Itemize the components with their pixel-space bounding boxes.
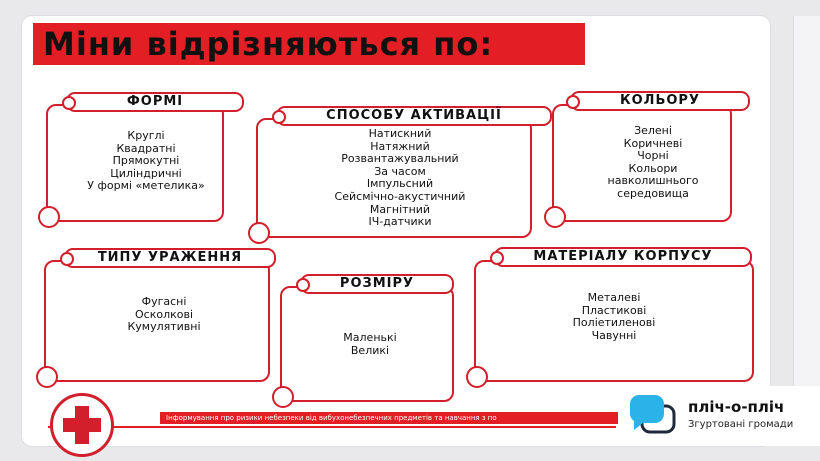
list-item: Імпульсний <box>366 177 434 191</box>
category-card-activation <box>248 118 532 244</box>
category-items-shape: Круглі Квадратні Прямокутні Циліндричні … <box>62 129 230 193</box>
list-item: Прямокутні <box>112 154 180 168</box>
category-banner-size: РОЗМІРУ <box>296 274 454 294</box>
scroll-curl-icon <box>544 206 566 228</box>
list-item: Магнітний <box>369 202 431 216</box>
scroll-knot-icon <box>60 252 74 266</box>
category-items-material: Металеві Пластикові Поліетиленові Чавунн… <box>494 291 734 342</box>
scroll-knot-icon <box>490 251 504 265</box>
list-item: Круглі <box>127 129 165 142</box>
category-items-size: Маленькі Великі <box>290 331 450 357</box>
footer-divider <box>48 426 616 428</box>
scroll-knot-icon <box>62 96 76 110</box>
scroll-knot-icon <box>296 278 310 292</box>
speech-bubbles-icon <box>630 395 676 434</box>
list-item: ІЧ-датчики <box>368 215 432 229</box>
scroll-knot-icon <box>566 95 580 109</box>
list-item: За часом <box>374 164 426 178</box>
list-item: Осколкові <box>134 307 194 321</box>
list-item: Металеві <box>587 291 641 304</box>
list-item: Квадратні <box>116 141 176 155</box>
scroll-curl-icon <box>36 366 58 388</box>
list-item: Зелені <box>634 124 672 137</box>
next-slide-preview-edge[interactable] <box>793 16 820 396</box>
slide-headline: Міни відрізняються по: <box>33 23 585 65</box>
list-item: Маленькі <box>343 331 397 344</box>
list-item: Фугасні <box>141 295 187 308</box>
scroll-curl-icon <box>248 222 270 244</box>
list-item: Циліндричні <box>110 166 182 180</box>
list-item: середовища <box>617 186 689 200</box>
category-banner-activation: СПОСОБУ АКТИВАЦІЇ <box>272 106 552 126</box>
category-title: ФОРМІ <box>126 94 184 109</box>
scroll-knot-icon <box>272 110 286 124</box>
category-banner-color: КОЛЬОРУ <box>566 91 750 111</box>
category-items-color: Зелені Коричневі Чорні Кольори навколишн… <box>568 124 738 201</box>
list-item: Натяжний <box>370 139 430 153</box>
category-banner-material: МАТЕРІАЛУ КОРПУСУ <box>490 247 752 267</box>
list-item: Поліетиленові <box>572 316 656 330</box>
brand-name: пліч-о-пліч <box>688 398 785 416</box>
category-card-damage <box>36 260 270 388</box>
category-title: КОЛЬОРУ <box>620 93 700 108</box>
list-item: Розвантажувальний <box>341 152 459 166</box>
list-item: Натискний <box>368 127 432 140</box>
category-banner-shape: ФОРМІ <box>62 92 244 112</box>
footer-info-strip: Інформування про ризики небезпеки від ви… <box>160 412 622 424</box>
list-item: Кумулятивні <box>127 320 201 334</box>
category-items-damage: Фугасні Осколкові Кумулятивні <box>64 295 264 334</box>
category-card-shape <box>38 104 224 228</box>
list-item: Кольори <box>628 161 678 175</box>
red-cross-horizontal <box>63 418 101 432</box>
category-card-material <box>466 260 754 388</box>
category-title: МАТЕРІАЛУ КОРПУСУ <box>533 249 713 264</box>
category-banner-damage: ТИПУ УРАЖЕННЯ <box>60 248 276 268</box>
list-item: Чорні <box>637 149 669 163</box>
category-title: СПОСОБУ АКТИВАЦІЇ <box>326 108 502 123</box>
scroll-curl-icon <box>38 206 60 228</box>
list-item: Сейсмічно-акустичний <box>334 189 466 203</box>
red-cross-icon <box>50 393 114 457</box>
list-item: Великі <box>350 343 390 357</box>
scroll-curl-icon <box>272 386 294 408</box>
scroll-curl-icon <box>466 366 488 388</box>
list-item: навколишнього <box>607 174 699 188</box>
category-items-activation: Натискний Натяжний Розвантажувальний За … <box>276 127 524 229</box>
list-item: Коричневі <box>623 136 683 150</box>
brand-watermark: пліч-о-пліч Згуртовані громади <box>618 386 820 446</box>
list-item: Чавунні <box>591 328 637 342</box>
list-item: У формі «метелика» <box>87 179 205 193</box>
brand-tagline: Згуртовані громади <box>688 419 794 430</box>
category-title: РОЗМІРУ <box>339 276 415 291</box>
category-title: ТИПУ УРАЖЕННЯ <box>97 250 243 265</box>
category-card-color <box>544 104 732 228</box>
list-item: Пластикові <box>581 303 647 317</box>
